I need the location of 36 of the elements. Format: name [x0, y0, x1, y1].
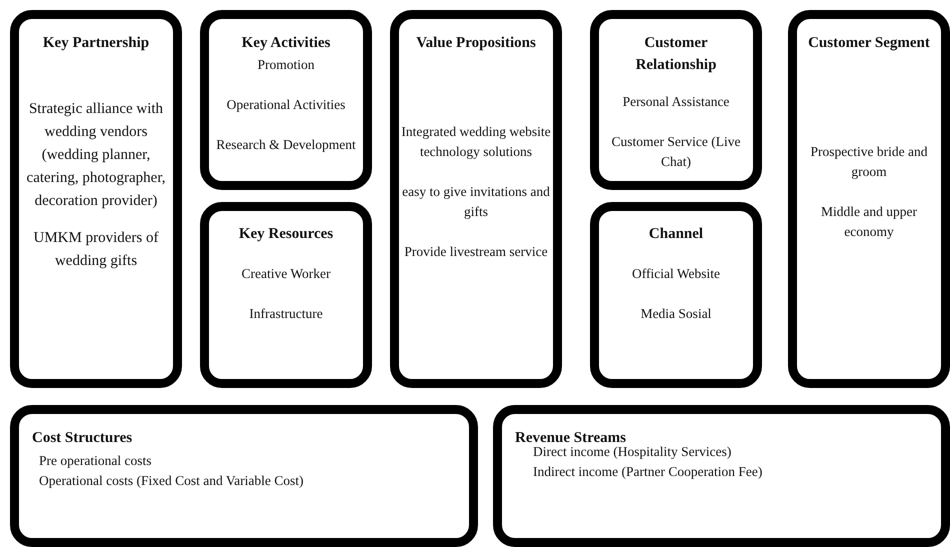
canvas-block	[590, 202, 762, 388]
block-heading: Key Resources	[238, 225, 334, 244]
canvas-block	[788, 10, 950, 388]
block-text: easy to give invitations and gifts	[401, 183, 551, 221]
canvas-block	[493, 405, 950, 547]
canvas-block	[200, 202, 372, 388]
canvas-block	[10, 10, 182, 388]
block-text: Middle and upper economy	[820, 203, 918, 241]
block-text: Customer Service (Live Chat)	[610, 133, 742, 171]
block-text: Provide livestream service	[403, 243, 549, 261]
canvas-block	[10, 405, 478, 547]
canvas-block	[590, 10, 762, 190]
block-heading: Channel	[648, 225, 704, 244]
block-heading: Value Propositions	[415, 34, 537, 53]
canvas-block	[390, 10, 562, 388]
block-text: Strategic alliance with wedding vendors (wedding planner, catering, photographer, decoration provider)	[26, 100, 166, 211]
block-text: Creative Worker	[240, 265, 332, 283]
block-text: Media Sosial	[640, 305, 712, 323]
block-heading: Key Partnership	[42, 34, 150, 53]
block-text: Integrated wedding website technology solutions	[400, 123, 552, 161]
block-text: Pre operational costs	[39, 452, 152, 470]
canvas-block	[200, 10, 372, 190]
block-text: Indirect income (Partner Cooperation Fee)	[533, 463, 764, 481]
block-heading: Customer Relationship	[634, 34, 718, 75]
block-text: Personal Assistance	[622, 93, 730, 111]
block-text: Operational costs (Fixed Cost and Variable Cost)	[39, 472, 304, 490]
block-text: Official Website	[630, 265, 721, 283]
block-text: Promotion	[256, 56, 316, 74]
block-text: Research & Development	[215, 136, 357, 154]
block-text: UMKM providers of wedding gifts	[32, 229, 160, 271]
block-text: Infrastructure	[248, 305, 324, 323]
block-heading: Cost Structures	[32, 429, 132, 448]
block-text: Prospective bride and groom	[810, 143, 928, 181]
block-text: Operational Activities	[226, 96, 346, 114]
block-heading: Customer Segment	[807, 34, 931, 53]
block-heading: Key Activities	[240, 34, 332, 53]
